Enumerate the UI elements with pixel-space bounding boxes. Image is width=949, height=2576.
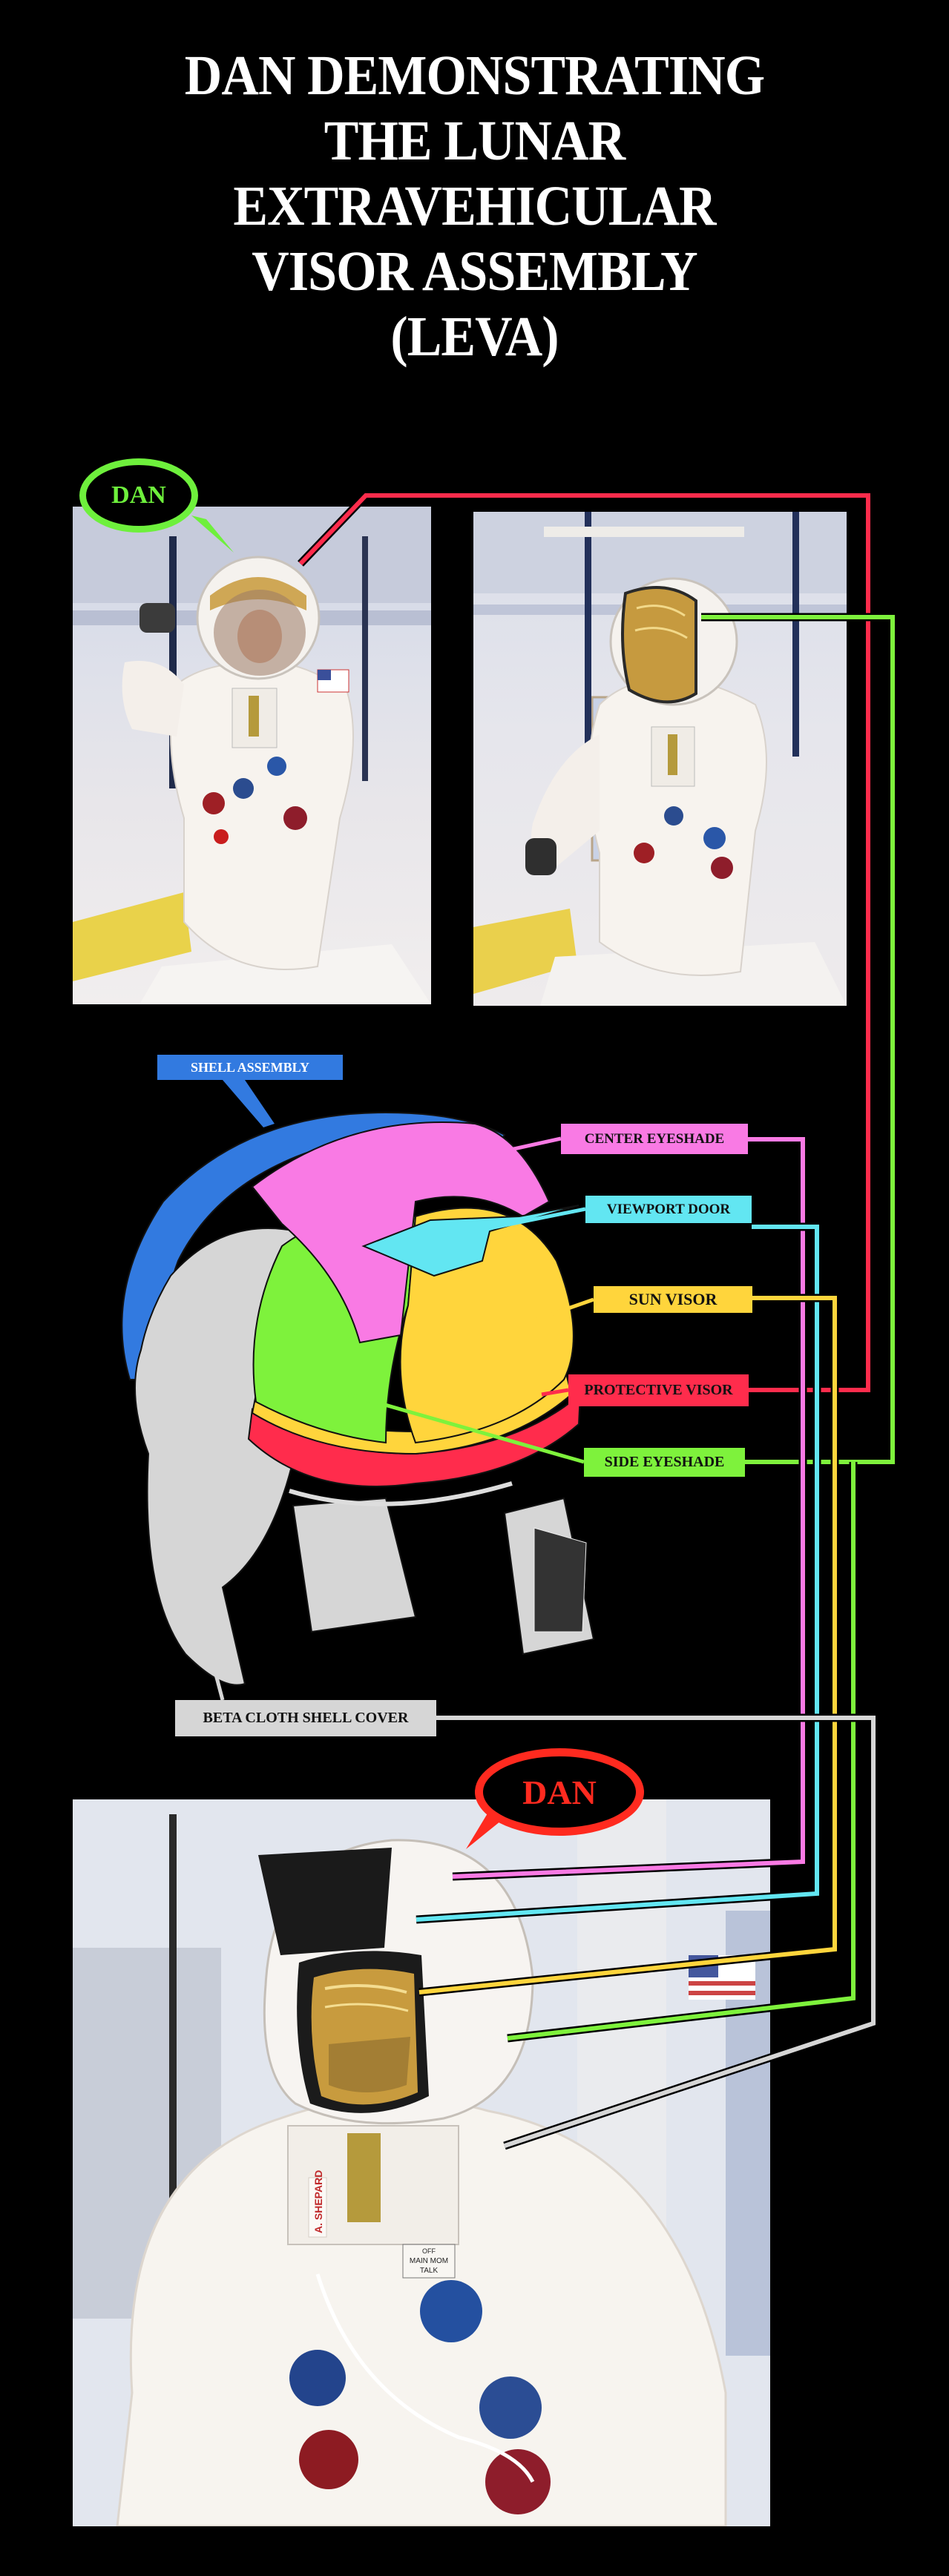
protective-visor-leader [541,1388,569,1397]
neck-ring [289,1481,513,1506]
label-side-eyeshade: SIDE EYESHADE [584,1448,745,1477]
label-viewport-door: VIEWPORT DOOR [585,1196,752,1223]
connector-line-protective-visor [298,493,870,1392]
title-line-3: EXTRAVEHICULAR [233,175,716,237]
title-line-1: DAN DEMONSTRATING [184,45,765,107]
glove [525,838,556,875]
connector-line-side-eyeshade [507,1462,856,2040]
label-shell-assembly: SHELL ASSEMBLY [157,1055,343,1080]
suit-connector-blue [420,2280,482,2342]
connector-line-center-eyeshade [452,1137,805,1879]
connector-outline-side-eyeshade [701,613,897,1466]
speech-bubble-top-text: DAN [111,481,166,509]
svg-text:TALK: TALK [420,2267,439,2275]
label-protective-visor: PROTECTIVE VISOR [568,1374,749,1406]
svg-text:OFF: OFF [422,2247,436,2255]
beta-cloth-leader [191,1587,225,1701]
label-beta-cloth-shell-cover: BETA CLOTH SHELL COVER [175,1700,436,1736]
yellow-object [73,892,191,981]
velcro-patch [533,1527,587,1633]
side-eyeshade-leader [348,1392,585,1464]
comm-switch-label [402,2244,456,2279]
svg-text:MAIN MOM: MAIN MOM [410,2257,448,2265]
photo-astronaut-clear-visor [73,507,431,1004]
photo-astronaut-gold-visor [473,512,847,1006]
beta-cloth-pocket [292,1497,417,1633]
astronaut-illustration [473,512,847,1006]
suit-connector-red [299,2430,358,2489]
shell-assembly-leader [223,1080,275,1127]
gold-sun-visor [621,586,697,704]
connector-line-viewport-door [416,1225,819,1922]
speech-bubble-bottom-tail [466,1810,501,1849]
sun-visor-leader [533,1297,594,1322]
speech-bubble-bottom: DAN [475,1748,644,1836]
page-title: DAN DEMONSTRATING THE LUNAR EXTRAVEHICUL… [38,43,911,369]
center-eyeshade-raised [258,1848,392,1955]
glove [139,603,175,633]
speech-bubble-top: DAN [79,458,198,533]
suspension-strap [585,512,591,764]
connector-line-beta-cloth-shell-cover [436,1716,876,2148]
speech-bubble-bottom-text: DAN [522,1773,597,1811]
name-tag: A. SHEPARD [312,2170,324,2233]
title-line-5: (LEVA) [390,306,559,368]
speech-bubble-top-tail [191,515,234,553]
label-center-eyeshade: CENTER EYESHADE [561,1124,748,1154]
face [237,610,282,663]
shell-assembly-shape [121,1111,506,1380]
center-eyeshade-leader [459,1136,562,1163]
suspension-strap [169,1814,177,2333]
suspension-strap [169,536,177,788]
label-sun-visor: SUN VISOR [594,1286,752,1313]
connector-line-sun-visor [418,1296,837,1994]
title-line-2: THE LUNAR [324,110,625,172]
connector-line-side-eyeshade [701,615,895,1464]
viewport-door-leader [474,1207,586,1233]
title-line-4: VISOR ASSEMBLY [252,240,697,303]
